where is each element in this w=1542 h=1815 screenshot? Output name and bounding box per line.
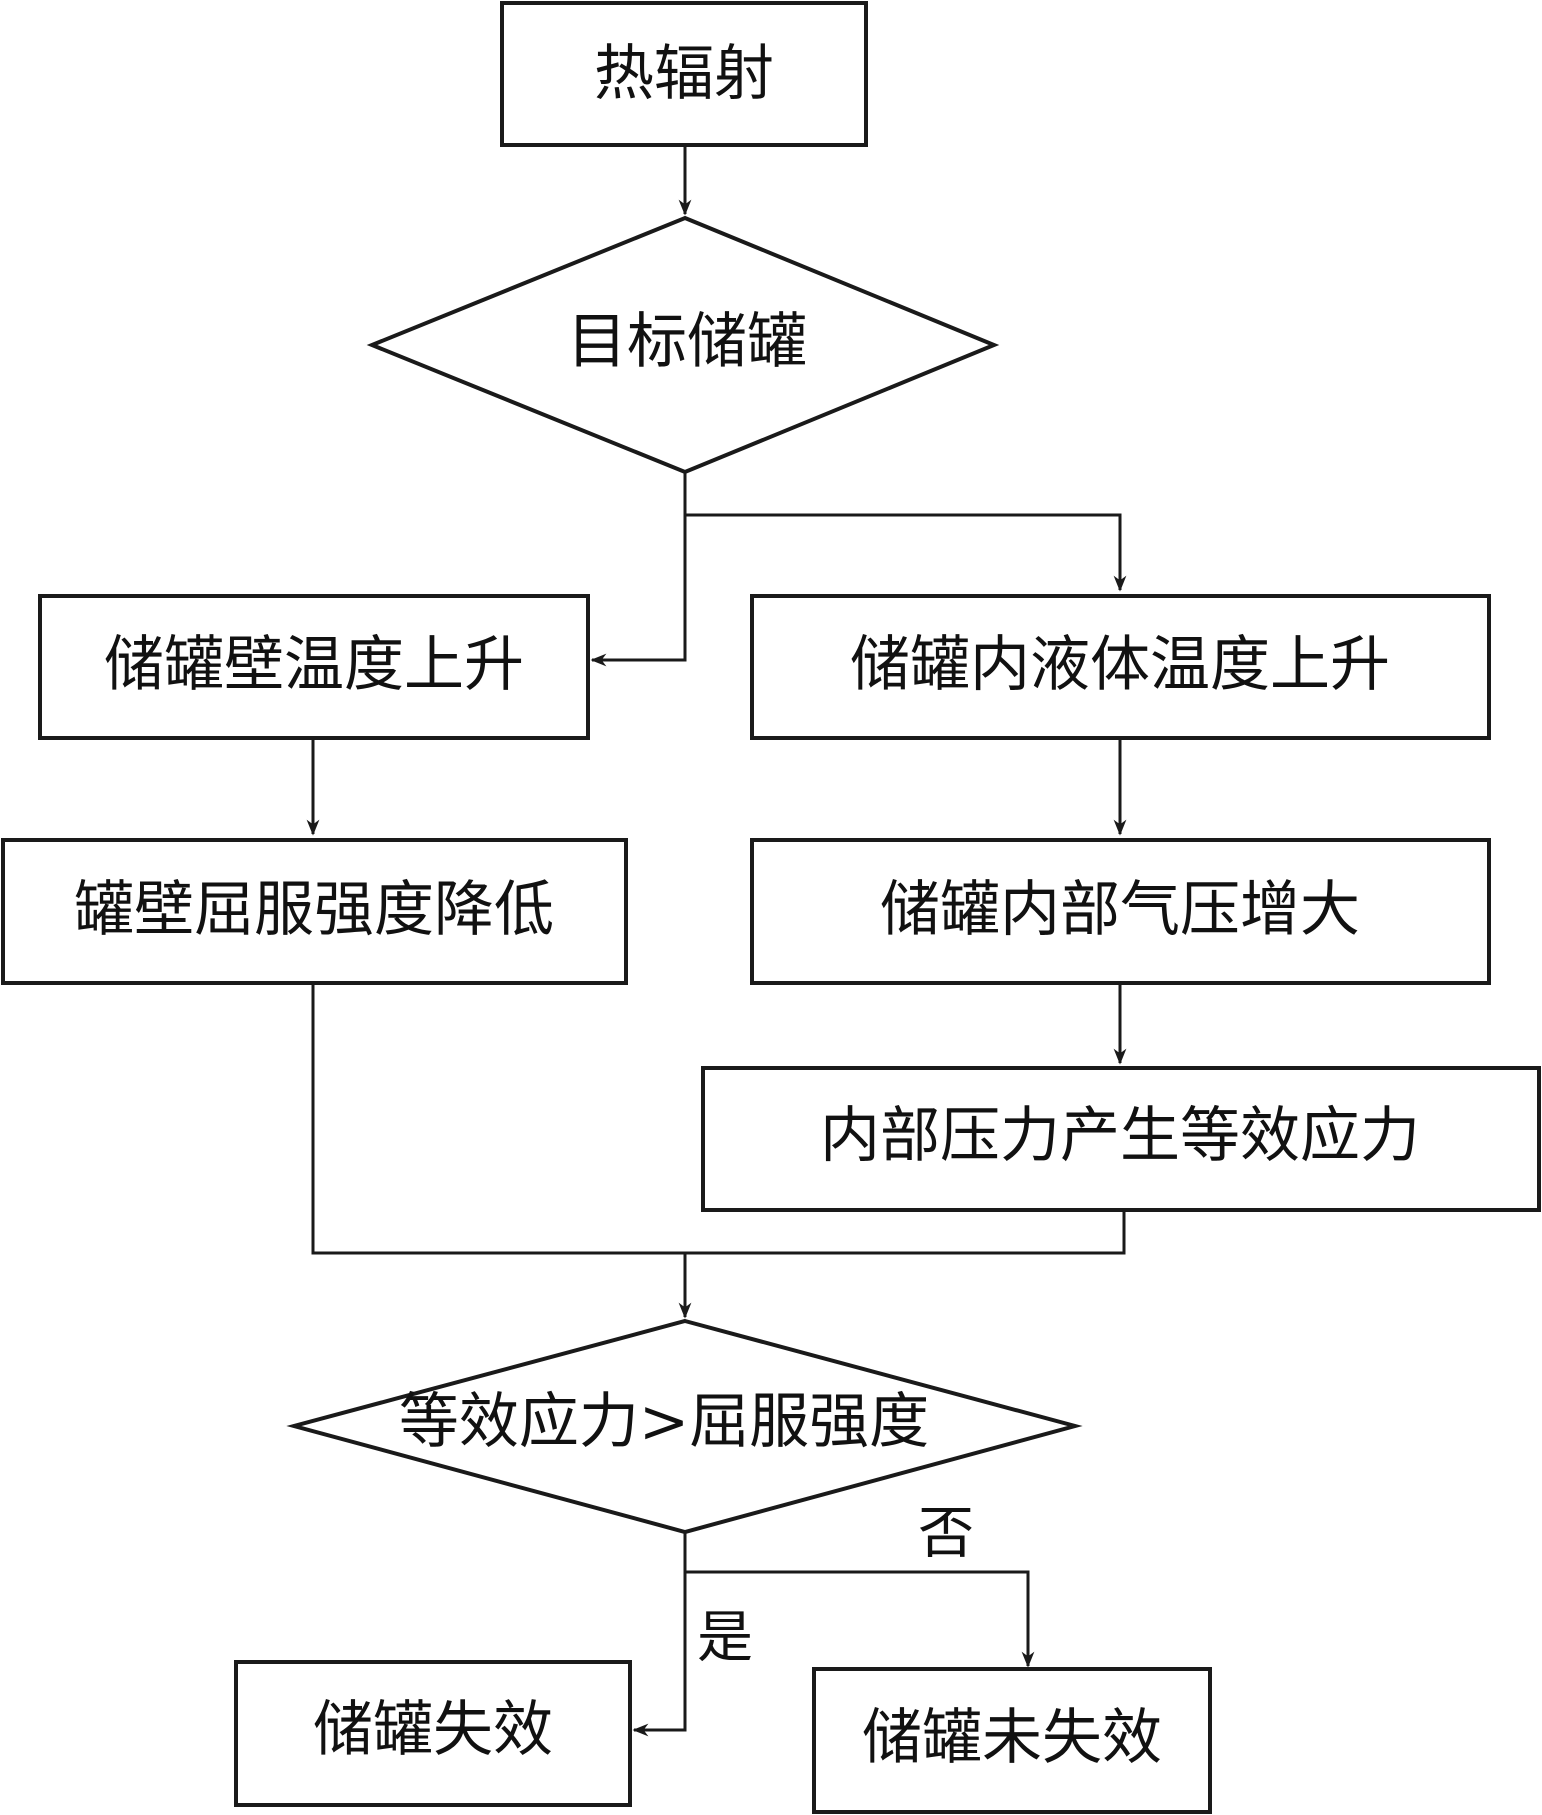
node-liquid-temp-rise-label: 储罐内液体温度上升 <box>850 630 1390 700</box>
node-stress-check-label: 等效应力>屈服强度 <box>399 1387 929 1457</box>
node-tank-no-failure: 储罐未失效 <box>812 1667 1212 1814</box>
node-target-tank: 目标储罐 <box>366 215 1000 475</box>
node-heat-radiation: 热辐射 <box>500 1 868 147</box>
node-tank-no-failure-label: 储罐未失效 <box>862 1703 1162 1773</box>
node-target-tank-label: 目标储罐 <box>567 307 807 377</box>
node-liquid-temp-rise: 储罐内液体温度上升 <box>750 594 1491 740</box>
node-yield-strength-drop: 罐壁屈服强度降低 <box>1 838 628 985</box>
node-pressure-increase-label: 储罐内部气压增大 <box>880 875 1360 945</box>
branch-label-no: 否 <box>918 1502 974 1567</box>
node-stress-check: 等效应力>屈服强度 <box>286 1318 1083 1535</box>
node-tank-failure: 储罐失效 <box>234 1660 632 1807</box>
edge-tank-to-wall-temp <box>590 472 687 667</box>
edge-stress-to-merge <box>685 1210 1126 1255</box>
node-pressure-increase: 储罐内部气压增大 <box>750 838 1491 985</box>
edge-tank-to-liquid-temp <box>685 513 1127 592</box>
edge-check-to-no-failure <box>685 1570 1035 1668</box>
edge-yield-to-merge <box>311 983 685 1255</box>
connectors <box>306 147 1127 1737</box>
branch-label-yes: 是 <box>697 1606 753 1671</box>
edge-check-to-failure <box>632 1532 687 1737</box>
node-tank-failure-label: 储罐失效 <box>313 1695 553 1765</box>
node-yield-strength-drop-label: 罐壁屈服强度降低 <box>74 875 554 945</box>
node-wall-temp-rise-label: 储罐壁温度上升 <box>104 630 524 700</box>
node-equivalent-stress-label: 内部压力产生等效应力 <box>820 1101 1420 1171</box>
node-equivalent-stress: 内部压力产生等效应力 <box>701 1066 1541 1212</box>
node-wall-temp-rise: 储罐壁温度上升 <box>38 594 590 740</box>
node-heat-radiation-label: 热辐射 <box>594 39 774 109</box>
